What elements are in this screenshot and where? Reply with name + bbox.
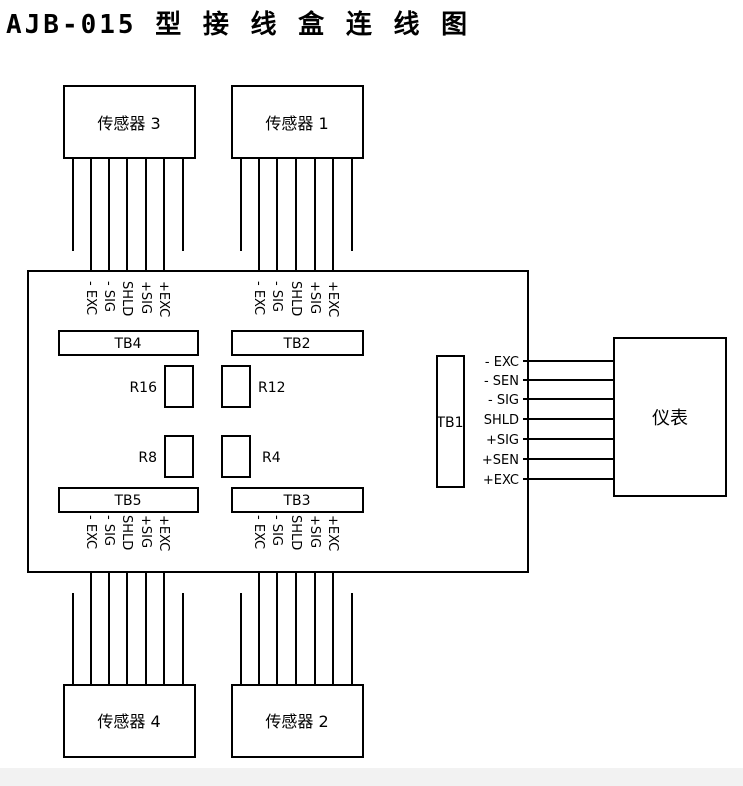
instrument-wire-label-1: - SEN xyxy=(484,374,519,389)
terminal-block-tb1 xyxy=(436,355,465,488)
s3-wire-label-0: +EXC xyxy=(156,281,171,317)
sensor-2-box xyxy=(231,684,364,758)
s2-wire-label-1: +SIG xyxy=(307,515,322,548)
s3-wire-label-4: - EXC xyxy=(83,281,98,315)
s1-wire-label-0: +EXC xyxy=(325,281,340,317)
terminal-block-tb5 xyxy=(58,487,199,513)
s2-wire-label-2: SHLD xyxy=(288,515,303,550)
s4-wire-label-0: +EXC xyxy=(156,515,171,551)
s1-wire-label-3: - SIG xyxy=(269,281,284,312)
s4-wire-label-4: - EXC xyxy=(83,515,98,549)
r4-label: R4 xyxy=(262,450,281,466)
sensor-1-label: 传感器 1 xyxy=(265,114,328,133)
terminal-block-tb2 xyxy=(231,330,364,356)
instrument-wire-label-0: - EXC xyxy=(485,355,519,370)
sensor-2-label: 传感器 2 xyxy=(265,712,328,731)
instrument-wire-label-4: +SIG xyxy=(486,433,519,448)
sensor-4-box xyxy=(63,684,196,758)
tb4-label: TB4 xyxy=(113,336,141,352)
s2-wire-label-0: +EXC xyxy=(325,515,340,551)
s4-wire-label-2: SHLD xyxy=(119,515,134,550)
instrument-box xyxy=(613,337,727,497)
r8-label: R8 xyxy=(138,450,157,466)
s1-wire-label-1: +SIG xyxy=(307,281,322,314)
sensor-3-box xyxy=(63,85,196,159)
diagram-title: AJB-015 型 接 线 盒 连 线 图 xyxy=(6,10,471,40)
tb3-label: TB3 xyxy=(282,493,310,509)
s3-wire-label-3: - SIG xyxy=(101,281,116,312)
instrument-wire-label-6: +EXC xyxy=(483,473,519,488)
instrument-wire-label-2: - SIG xyxy=(488,393,519,408)
s2-wire-label-3: - SIG xyxy=(269,515,284,546)
sensor-3-label: 传感器 3 xyxy=(97,114,160,133)
s2-wire-label-4: - EXC xyxy=(251,515,266,549)
tb1-label: TB1 xyxy=(435,415,463,431)
r16-label: R16 xyxy=(129,380,157,396)
s1-wire-label-2: SHLD xyxy=(288,281,303,316)
r12-label: R12 xyxy=(258,380,286,396)
resistor-r4 xyxy=(221,435,251,478)
sensor-4-label: 传感器 4 xyxy=(97,712,160,731)
terminal-block-tb3 xyxy=(231,487,364,513)
tb2-label: TB2 xyxy=(282,336,310,352)
sensor-1-box xyxy=(231,85,364,159)
terminal-block-tb4 xyxy=(58,330,199,356)
s4-wire-label-1: +SIG xyxy=(138,515,153,548)
resistor-r8 xyxy=(164,435,194,478)
tb5-label: TB5 xyxy=(113,493,141,509)
resistor-r16 xyxy=(164,365,194,408)
instrument-label: 仪表 xyxy=(652,408,688,429)
bottom-bar xyxy=(0,768,743,786)
resistor-r12 xyxy=(221,365,251,408)
s3-wire-label-2: SHLD xyxy=(119,281,134,316)
s3-wire-label-1: +SIG xyxy=(138,281,153,314)
instrument-wire-label-3: SHLD xyxy=(484,413,519,428)
s4-wire-label-3: - SIG xyxy=(101,515,116,546)
instrument-wire-label-5: +SEN xyxy=(482,453,519,468)
s1-wire-label-4: - EXC xyxy=(251,281,266,315)
